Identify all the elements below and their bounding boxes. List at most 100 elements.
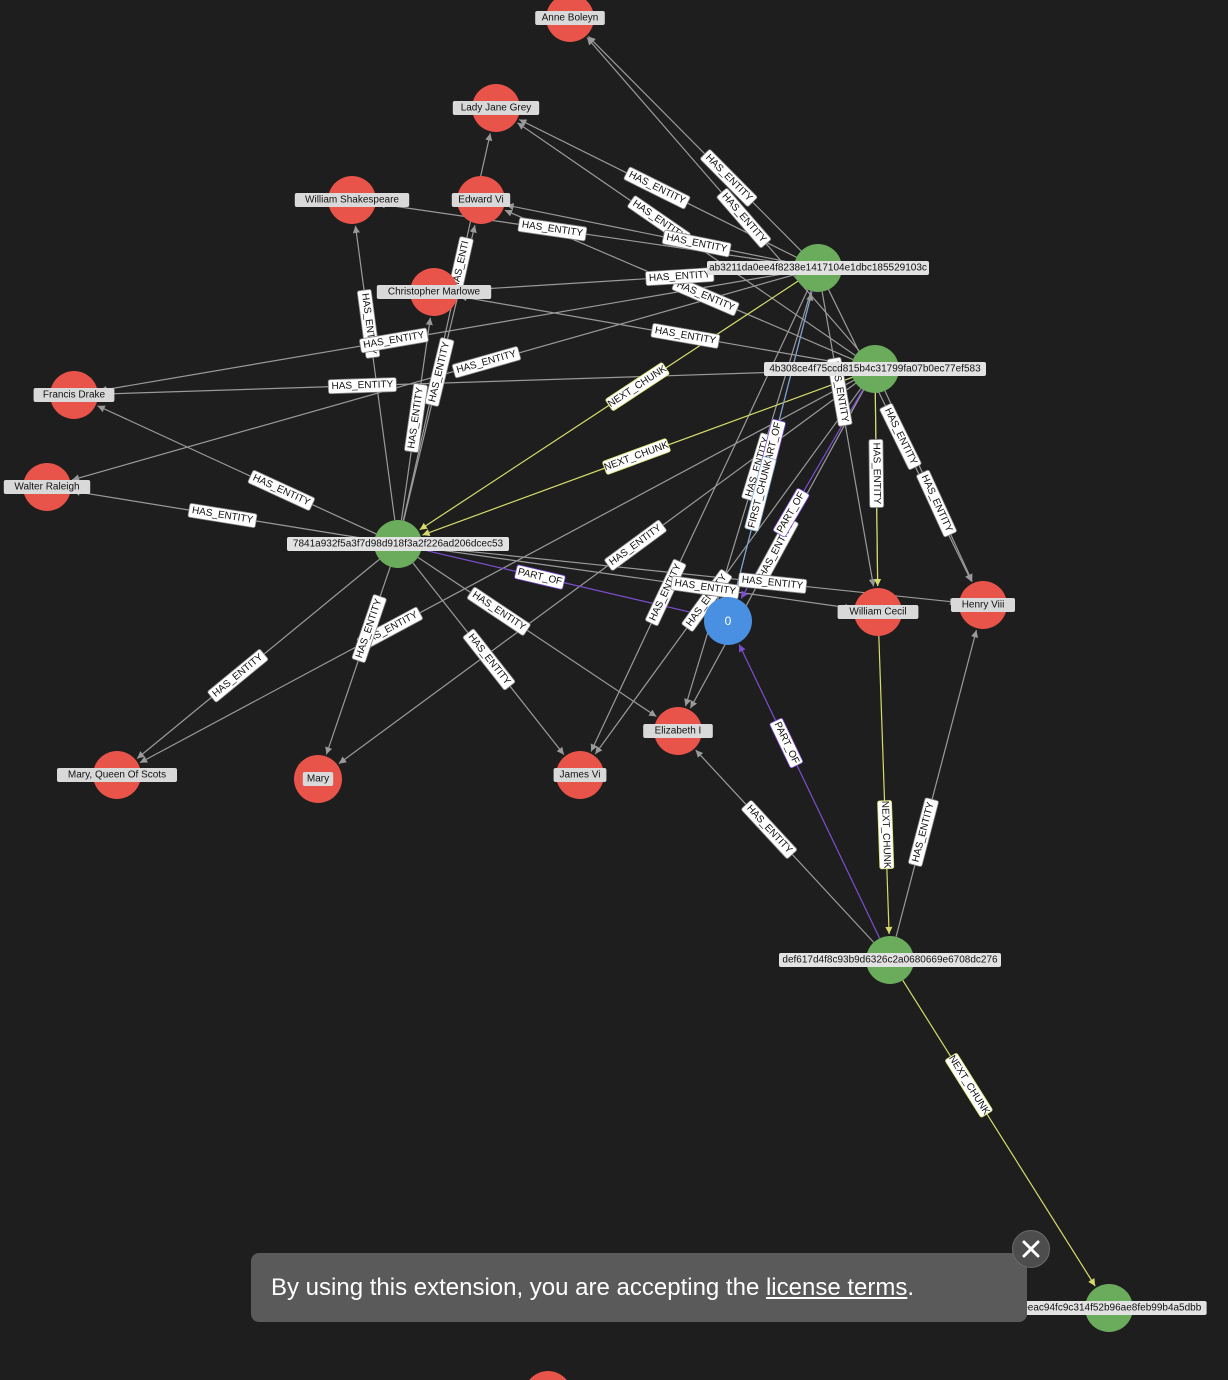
edge-has-chunk4-henry[interactable] <box>895 629 979 937</box>
edge-label-bg <box>351 594 387 663</box>
node-label-elizabeth: Elizabeth I <box>655 726 702 737</box>
edge-has-chunk1-cecil[interactable] <box>821 291 876 587</box>
edge-label-has: HAS_ENTITY <box>661 229 732 258</box>
edge-label-text: NEXT_CHUNK <box>946 1054 992 1118</box>
edge-has-chunk1-edward[interactable] <box>506 203 795 264</box>
node-label-marlowe: Christopher Marlowe <box>388 287 481 298</box>
edge-has-chunk2-maryqs[interactable] <box>139 379 855 764</box>
edge-label-text: HAS_ENTITY <box>427 340 452 403</box>
edge-label-bg <box>741 800 797 859</box>
edge-next-cecil-chunk4[interactable] <box>878 635 893 935</box>
edge-label-bg <box>670 575 740 600</box>
edge-label-has: HAS_ENTITY <box>650 323 721 349</box>
edge-has-chunk3-elizabeth[interactable] <box>417 556 657 718</box>
edge-label-bg <box>604 519 667 571</box>
edge-label-bg <box>623 166 691 210</box>
edge-label-has: HAS_ENTITY <box>604 519 667 571</box>
edge-label-text: HAS_ENTITY <box>649 269 712 284</box>
edge-label-has: HAS_ENTITY <box>517 217 588 242</box>
node-label-chunk1: ab3211da0ee4f8238e1417104e1dbc185529103c <box>709 263 927 274</box>
license-terms-link[interactable]: license terms <box>765 1273 908 1301</box>
edge-label-text: HAS_ENTITY <box>251 472 312 508</box>
edge-label-text: HAS_ENTITY <box>665 232 728 255</box>
edge-label-text: HAS_ENTITY <box>882 406 919 467</box>
node-label-anne: Anne Boleyn <box>542 13 599 24</box>
edge-has-chunk3-cecil[interactable] <box>421 546 853 611</box>
document-node-label: 0 <box>725 614 732 628</box>
edge-label-bg <box>908 797 939 867</box>
edge-label-has: HAS_ENTITY <box>737 572 808 594</box>
edge-label-bg <box>945 1053 993 1118</box>
edge-label-bg <box>700 149 758 207</box>
node-label-bg <box>535 11 605 25</box>
edges-layer <box>71 36 1096 1287</box>
edge-label-bg <box>424 337 455 407</box>
edge-has-chunk2-drake[interactable] <box>99 369 852 398</box>
node-label-bg <box>451 193 511 207</box>
node-label-mary: Mary <box>307 774 329 785</box>
node-label-bg <box>302 772 334 786</box>
edge-label-has: HAS_ENTITY <box>207 649 269 703</box>
edge-has-chunk1-anne[interactable] <box>587 36 802 252</box>
edge-label-text: HAS_ENTITY <box>654 325 717 347</box>
edge-label-next: NEXT_CHUNK <box>602 438 671 475</box>
edge-label-text: HAS_ENTITY <box>919 473 955 534</box>
license-toast: By using this extension, you are accepti… <box>251 1253 1027 1322</box>
edge-label-bg <box>517 217 588 242</box>
edge-label-bg <box>451 346 522 379</box>
edge-label-next: NEXT_CHUNK <box>877 800 895 870</box>
edge-label-has: HAS_ENTITY <box>327 377 397 395</box>
node-label-edward: Edward Vi <box>458 195 503 206</box>
edge-has-chunk1-jamesvi[interactable] <box>590 289 809 752</box>
toast-close-button[interactable] <box>1012 1230 1050 1268</box>
edge-label-bg <box>602 438 671 475</box>
node-label-bg <box>57 768 177 782</box>
node-label-bg <box>707 261 929 275</box>
edge-next-chunk4-chunk5[interactable] <box>902 979 1096 1287</box>
edge-label-bg <box>773 488 810 538</box>
toast-text: By using this extension, you are accepti… <box>271 1273 760 1301</box>
entity-node-bottom[interactable] <box>524 1371 572 1380</box>
node-label-chunk2: 4b308ce4f75ccd815b4c31799fa07b0ec77ef583 <box>769 364 981 375</box>
close-icon <box>1022 1240 1040 1258</box>
node-label-bg <box>376 285 492 299</box>
node-label-chunk5: 3eeac94fc9c314f52b96ae8feb99b4a5dbb <box>1017 1303 1202 1314</box>
node-label-bg <box>553 768 607 782</box>
edge-label-text: HAS_ENTITY <box>466 632 513 688</box>
node-label-shakespeare: William Shakespeare <box>305 195 399 206</box>
edge-label-text: HAS_ENTITY <box>675 279 736 314</box>
edge-has-chunk2-jamesvi[interactable] <box>594 388 862 755</box>
edge-label-bg <box>916 469 957 538</box>
node-label-chunk4: def617d4f8c93b9d6326c2a0680669e6708dc276 <box>782 955 998 966</box>
edge-label-text: NEXT_CHUNK <box>603 440 671 474</box>
edge-label-bg <box>359 327 429 354</box>
edge-label-bg <box>877 800 895 870</box>
edge-label-text: HAS_ENTITY <box>470 590 528 634</box>
edge-label-bg <box>744 456 777 532</box>
edge-label-text: HAS_ENTITY <box>331 379 393 392</box>
node-label-raleigh: Walter Raleigh <box>14 482 79 493</box>
nodes-layer <box>23 0 1133 1380</box>
edge-label-text: HAS_ENTITY <box>870 443 882 505</box>
edge-has-chunk3-shakespeare[interactable] <box>352 225 396 521</box>
edge-label-bg <box>769 718 804 769</box>
edge-label-bg <box>467 586 531 636</box>
node-label-bg <box>287 537 509 551</box>
edge-label-text: HAS_ENTITY <box>744 803 794 856</box>
edge-label-has: HAS_ENTITY <box>462 628 516 691</box>
edge-label-bg <box>605 362 670 411</box>
document-node-doc[interactable] <box>704 597 752 645</box>
edge-label-part: PART_OF <box>769 718 804 769</box>
edge-label-has: HAS_ENTITY <box>451 346 522 379</box>
edge-part-chunk4-doc[interactable] <box>738 644 881 939</box>
node-label-henry: Henry Viii <box>962 600 1005 611</box>
node-label-bg <box>837 605 919 619</box>
edge-label-bg <box>514 564 566 590</box>
node-label-maryqs: Mary, Queen Of Scots <box>68 770 166 781</box>
edge-label-part: PART_OF <box>514 564 566 590</box>
node-label-bg <box>951 598 1015 612</box>
node-label-jamesvi: James Vi <box>560 770 601 781</box>
edge-label-bg <box>187 503 258 528</box>
edge-has-chunk3-drake[interactable] <box>97 405 377 535</box>
